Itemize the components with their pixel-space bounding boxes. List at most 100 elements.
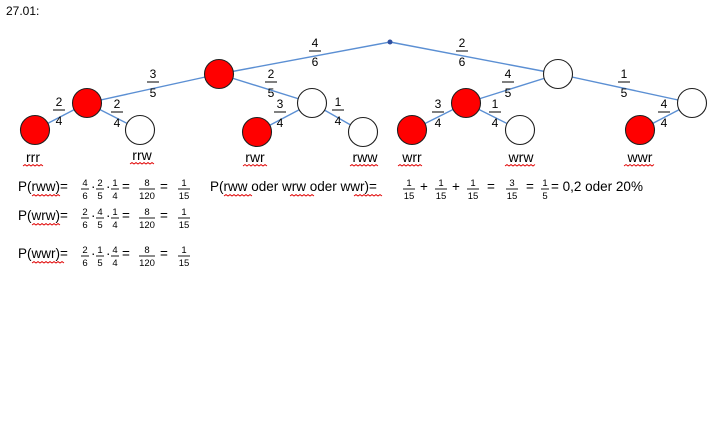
total-frac-2: 115: [435, 178, 447, 202]
svg-text:=: =: [122, 179, 130, 194]
node-wwr: [624, 114, 656, 146]
edge-root-left: [218, 41, 391, 75]
svg-text:1: 1: [181, 178, 186, 189]
svg-text:1: 1: [97, 245, 102, 256]
equation-total: P(rww oder wrw oder wwr)= 115 + 115 + 11…: [210, 178, 643, 202]
leaf-wwr: wwr: [627, 149, 653, 165]
svg-text:5: 5: [621, 86, 628, 100]
label-ww-r: 4 4: [658, 97, 670, 130]
svg-text:·: ·: [91, 246, 96, 261]
svg-text:6: 6: [459, 55, 466, 69]
leaf-rww: rww: [353, 149, 379, 165]
edge-r-w: [218, 73, 313, 104]
svg-text:1: 1: [492, 97, 499, 111]
svg-text:·: ·: [91, 179, 96, 194]
svg-text:·: ·: [91, 208, 96, 223]
eq1-label: P(rww)=: [18, 179, 68, 194]
svg-text:1: 1: [181, 207, 186, 218]
svg-text:15: 15: [179, 191, 190, 202]
label-root-right: 2 6: [456, 36, 468, 69]
edge-w-w: [557, 73, 693, 104]
leaf-rwr: rwr: [245, 149, 265, 165]
page-title: 27.01:: [6, 4, 40, 18]
svg-text:3: 3: [435, 97, 442, 111]
svg-text:·: ·: [106, 179, 111, 194]
svg-text:15: 15: [179, 220, 190, 231]
svg-text:=: =: [160, 246, 168, 261]
node-r: [203, 58, 235, 90]
svg-text:120: 120: [139, 258, 155, 269]
node-rrw: [124, 114, 156, 146]
node-rwr: [241, 116, 273, 148]
svg-text:4: 4: [114, 116, 121, 130]
leaf-rrr: rrr: [26, 149, 40, 165]
node-rww: [347, 116, 379, 148]
label-w-r: 4 5: [502, 67, 514, 100]
leaf-rrw: rrw: [132, 147, 152, 163]
label-wr-w: 1 4: [489, 97, 501, 130]
svg-text:5: 5: [97, 258, 102, 269]
svg-text:5: 5: [505, 86, 512, 100]
svg-text:1: 1: [335, 95, 342, 109]
svg-text:4: 4: [661, 97, 668, 111]
svg-text:1: 1: [112, 178, 117, 189]
svg-text:4: 4: [112, 245, 117, 256]
leaf-labels: rrr rrw rwr rww wrr wrw wwr: [26, 147, 653, 165]
svg-text:15: 15: [179, 258, 190, 269]
eq2-frac-3: 14: [111, 207, 119, 231]
svg-text:4: 4: [97, 207, 102, 218]
svg-text:4: 4: [112, 258, 117, 269]
svg-text:2: 2: [82, 245, 87, 256]
edge-root-right: [389, 41, 559, 75]
node-rr: [71, 87, 103, 119]
svg-text:1: 1: [470, 178, 475, 189]
svg-text:=: =: [122, 246, 130, 261]
eq2-frac-2: 45: [96, 207, 104, 231]
svg-text:+: +: [452, 179, 460, 194]
node-w: [542, 58, 574, 90]
svg-text:1: 1: [181, 245, 186, 256]
edge-r-r: [86, 73, 220, 104]
svg-text:3: 3: [277, 97, 284, 111]
total-frac-3: 115: [467, 178, 479, 202]
node-rw: [296, 87, 328, 119]
svg-text:4: 4: [112, 191, 117, 202]
svg-text:8: 8: [144, 178, 149, 189]
svg-text:=: =: [160, 208, 168, 223]
svg-text:4: 4: [505, 67, 512, 81]
svg-text:4: 4: [56, 114, 63, 128]
svg-text:8: 8: [144, 207, 149, 218]
svg-text:4: 4: [82, 178, 87, 189]
total-result: = 0,2 oder 20%: [551, 179, 643, 194]
root-node: [387, 39, 393, 45]
edge-w-r: [465, 73, 559, 104]
svg-text:5: 5: [268, 86, 275, 100]
node-wrw: [504, 114, 536, 146]
svg-text:5: 5: [150, 86, 157, 100]
label-r-r: 3 5: [147, 67, 159, 100]
svg-text:2: 2: [56, 95, 63, 109]
svg-text:4: 4: [277, 116, 284, 130]
label-rw-r: 3 4: [274, 97, 286, 130]
svg-text:=: =: [487, 179, 495, 194]
node-ww: [676, 87, 708, 119]
svg-text:6: 6: [82, 191, 87, 202]
svg-text:5: 5: [97, 191, 102, 202]
eq3-label: P(wwr)=: [18, 246, 68, 261]
leaf-wrr: wrr: [401, 149, 422, 165]
svg-text:15: 15: [468, 191, 479, 202]
svg-text:=: =: [122, 208, 130, 223]
eq2-label: P(wrw)=: [18, 208, 68, 223]
svg-text:15: 15: [507, 191, 518, 202]
svg-text:8: 8: [144, 245, 149, 256]
svg-text:1: 1: [542, 178, 547, 189]
svg-text:1: 1: [112, 207, 117, 218]
eq3-frac-5: 115: [178, 245, 190, 269]
svg-text:2: 2: [459, 36, 466, 50]
